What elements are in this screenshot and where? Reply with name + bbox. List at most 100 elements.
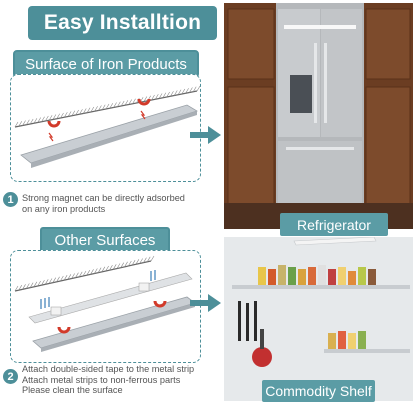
step-badge-1: 1 <box>3 192 18 207</box>
step-badge-2: 2 <box>3 369 18 384</box>
hatch-mark <box>64 112 68 118</box>
hatch-mark <box>48 115 53 121</box>
caption-line: Strong magnet can be directly adsorbed <box>22 193 185 203</box>
magnet-icon <box>137 98 151 106</box>
hatch-mark <box>162 92 167 98</box>
caption-line: Attach metal strips to non-ferrous parts <box>22 374 181 385</box>
hatch-mark <box>113 102 117 108</box>
hatch-mark <box>151 94 155 101</box>
section-label-iron: Surface of Iron Products <box>13 50 199 78</box>
hatch-mark <box>166 91 170 98</box>
hatch-mark <box>56 113 60 119</box>
hatch-mark <box>86 107 91 113</box>
hatch-mark <box>22 284 26 290</box>
hatch-mark <box>71 110 76 116</box>
hatch-mark <box>101 266 106 272</box>
hatch-mark <box>78 271 83 277</box>
magnet-icon <box>47 120 61 128</box>
hatch-mark <box>18 121 23 127</box>
hatch-mark <box>170 91 174 97</box>
hatch-mark <box>135 259 140 265</box>
hatch-mark <box>131 260 136 266</box>
hatch-mark <box>189 87 193 93</box>
hatch-mark <box>192 86 197 92</box>
hatch-mark <box>143 257 147 263</box>
hatch-mark <box>18 285 23 291</box>
refrigerator-photo <box>224 3 413 229</box>
refrigerator-caption: Refrigerator <box>280 213 388 236</box>
hatch-mark <box>120 100 125 107</box>
hatch-mark <box>177 89 182 95</box>
hatch-mark <box>124 261 128 267</box>
hatch-mark <box>33 281 38 287</box>
hatch-mark <box>143 96 148 102</box>
hatch-mark <box>29 282 34 288</box>
hatch-mark <box>124 100 129 106</box>
hatch-mark <box>196 85 201 92</box>
hatch-mark <box>71 273 75 279</box>
hatch-mark <box>37 280 41 287</box>
caption-line: Attach double-sided tape to the metal st… <box>22 364 195 374</box>
hatch-mark <box>94 106 98 112</box>
refrigerator-illustration <box>224 3 413 229</box>
hatch-mark <box>33 118 38 124</box>
caption-line: on any iron products <box>22 203 106 214</box>
arrow-right-icon <box>190 126 221 144</box>
hatch-mark <box>98 105 102 111</box>
hatch-mark <box>90 269 94 275</box>
hatch-mark <box>75 272 79 278</box>
shelf-caption: Commodity Shelf <box>262 380 375 402</box>
hatch-mark <box>82 108 87 114</box>
hatch-mark <box>97 267 102 273</box>
caption-line: Please clean the surface <box>22 385 123 395</box>
hatch-mark <box>117 101 121 107</box>
hatch-mark <box>101 104 106 110</box>
light-bar-tape-illustration <box>14 255 196 352</box>
hatch-mark <box>109 103 114 109</box>
hatch-mark <box>14 121 19 128</box>
hatch-mark <box>173 90 178 96</box>
hatch-mark <box>60 112 64 119</box>
hatch-mark <box>67 111 72 117</box>
hatch-mark <box>128 99 133 105</box>
arrow-right-icon <box>190 294 221 312</box>
hatch-mark <box>146 256 151 262</box>
hatch-mark <box>75 109 79 116</box>
hatch-mark <box>37 117 42 123</box>
hatch-mark <box>86 270 91 276</box>
other-illustration <box>10 250 201 363</box>
hatch-mark <box>128 260 132 267</box>
hatch-mark <box>52 114 57 120</box>
hatch-mark <box>41 280 45 286</box>
hatch-mark <box>116 263 121 269</box>
hatch-mark <box>44 279 49 285</box>
hatch-mark <box>185 88 189 94</box>
hatch-mark <box>56 276 60 282</box>
hatch-mark <box>105 265 109 272</box>
hatch-mark <box>112 264 117 270</box>
hatch-mark <box>109 265 113 271</box>
light-bar-iron-illustration <box>14 85 201 168</box>
hatch-mark <box>22 120 26 126</box>
hatch-mark <box>29 118 34 125</box>
hatch-mark <box>139 258 143 264</box>
shelf-photo <box>224 237 413 401</box>
magnet-icon <box>57 326 71 334</box>
caption-other: Attach double-sided tape to the metal st… <box>22 364 194 396</box>
hatch-mark <box>14 285 19 292</box>
hatch-mark <box>94 268 98 274</box>
hatch-mark <box>26 119 30 125</box>
hatch-mark <box>79 109 83 115</box>
hatch-mark <box>105 103 110 110</box>
hatch-mark <box>82 270 87 277</box>
shelf-illustration <box>224 237 413 401</box>
hatch-mark <box>45 115 49 122</box>
hatch-mark <box>120 262 125 268</box>
hatch-mark <box>48 278 53 284</box>
hatch-mark <box>26 283 30 289</box>
caption-iron: Strong magnet can be directly adsorbed o… <box>22 193 185 214</box>
page-title: Easy Installtion <box>28 6 217 40</box>
hatch-mark <box>181 88 186 95</box>
magnet-icon <box>153 300 167 308</box>
hatch-mark <box>155 94 159 100</box>
